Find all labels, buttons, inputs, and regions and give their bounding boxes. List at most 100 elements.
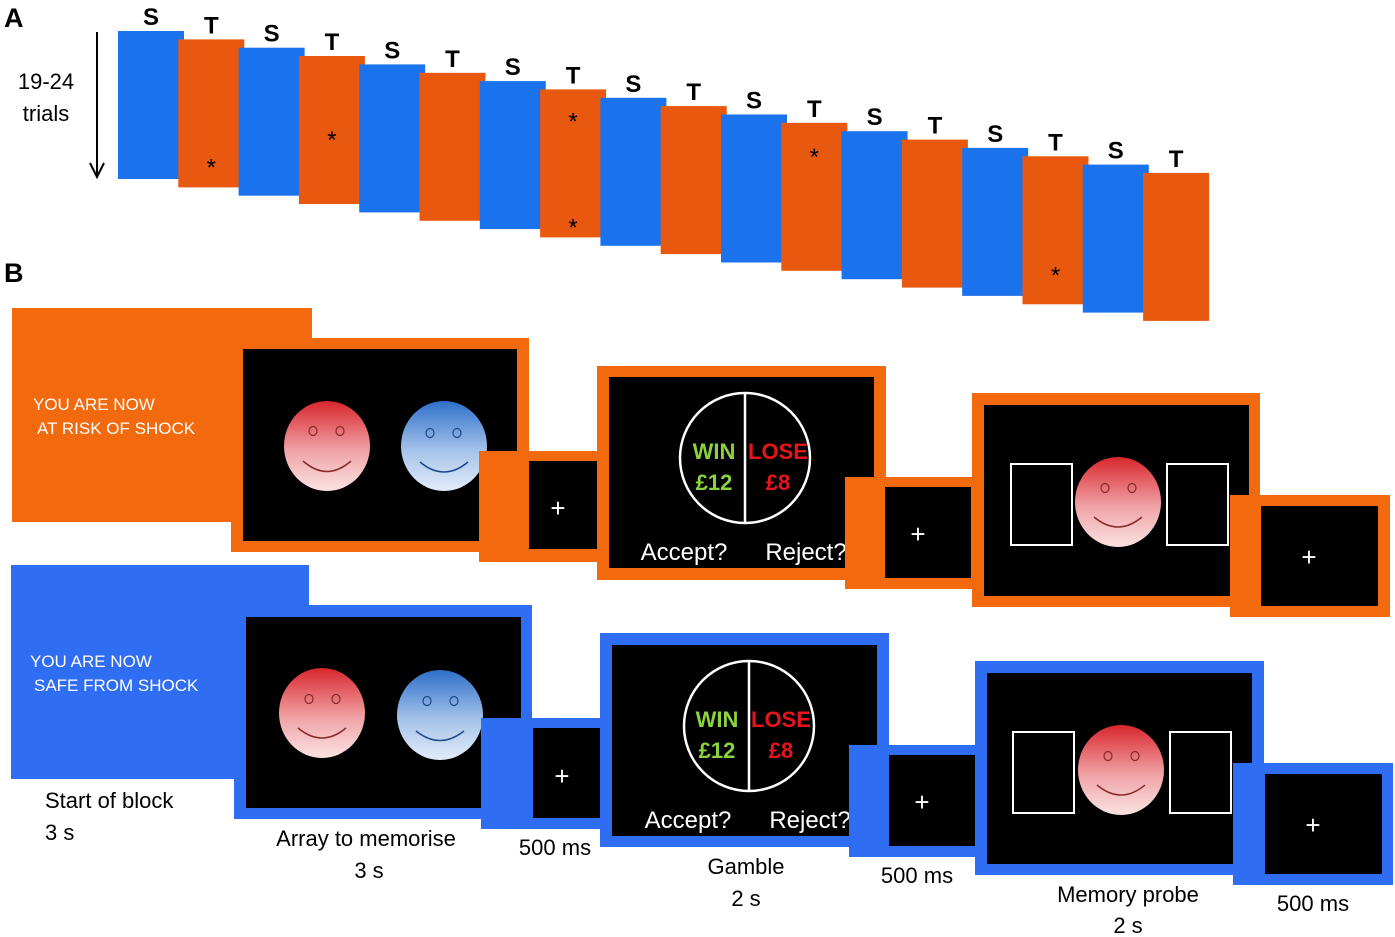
shock-marker: *: [568, 214, 577, 241]
red-face-icon: [1078, 725, 1164, 815]
threat-fixation1-screen: [529, 461, 597, 549]
trials-count-label: 19-24: [18, 69, 74, 94]
trials-word-label: trials: [23, 101, 69, 126]
threat-block: [901, 139, 968, 288]
red-face-icon: [1075, 457, 1161, 547]
probe-caption-duration: 2 s: [1113, 913, 1142, 937]
threat-probe-right-box: [1166, 463, 1229, 546]
block-letter: T: [928, 113, 943, 140]
block-letter: T: [686, 79, 701, 106]
safe-accept-option: Accept?: [645, 807, 732, 834]
block-letter: T: [325, 29, 340, 56]
threat-block: [419, 72, 486, 221]
shock-marker: *: [810, 144, 819, 171]
block-letter: S: [746, 88, 762, 115]
threat-block: [298, 56, 365, 204]
block-letter: T: [566, 62, 581, 89]
gamble-caption-title: Gamble: [707, 854, 784, 879]
threat-block: [1022, 156, 1089, 305]
threat-row: YOU ARE NOW AT RISK OF SHOCK + WIN £: [12, 308, 1390, 617]
safe-block: [238, 47, 305, 196]
shock-marker: *: [1051, 262, 1060, 289]
panel-label-a: A: [4, 3, 24, 33]
block-sequence: S T * S T * S T S T * * S T S T * S T S T * S T: [118, 4, 1210, 321]
safe-fixation2-cross: +: [914, 787, 929, 817]
probe-caption-title: Memory probe: [1057, 882, 1199, 907]
safe-lose-amount: £8: [769, 738, 793, 763]
array-caption-duration: 3 s: [354, 858, 383, 883]
shock-marker: *: [207, 154, 216, 181]
safe-win-amount: £12: [699, 738, 736, 763]
safe-probe-right-box: [1169, 731, 1232, 814]
array-caption-title: Array to memorise: [276, 826, 456, 851]
safe-probe-left-box: [1012, 731, 1075, 814]
safe-fixation1-cross: +: [554, 761, 569, 791]
fixation1-caption: 500 ms: [519, 835, 591, 860]
block-letter: T: [1169, 146, 1184, 173]
threat-win-amount: £12: [696, 470, 733, 495]
safe-block: [359, 64, 426, 213]
threat-fixation2-cross: +: [910, 519, 925, 549]
safe-block: [962, 147, 1029, 296]
threat-fixation3-screen: [1261, 506, 1378, 606]
threat-block: [178, 39, 245, 188]
blue-face-icon: [397, 670, 483, 760]
red-face-icon: [284, 401, 370, 491]
safe-block: [1082, 164, 1149, 313]
threat-lose-amount: £8: [766, 470, 790, 495]
threat-probe-left-box: [1010, 463, 1073, 546]
gamble-caption-duration: 2 s: [731, 886, 760, 911]
block-letter: S: [1108, 138, 1124, 165]
panel-label-b: B: [4, 258, 24, 288]
start-caption-duration: 3 s: [45, 820, 74, 845]
safe-gamble-wheel: [682, 659, 816, 793]
safe-reject-option: Reject?: [769, 807, 850, 834]
safe-message-line2: SAFE FROM SHOCK: [34, 676, 199, 695]
shock-marker: *: [568, 108, 577, 135]
threat-lose-label: LOSE: [748, 439, 808, 464]
shock-marker: *: [327, 127, 336, 154]
fixation2-caption: 500 ms: [881, 863, 953, 888]
safe-fixation1-screen: [533, 728, 601, 818]
block-letter: T: [807, 96, 822, 123]
fixation3-caption: 500 ms: [1277, 891, 1349, 916]
block-letter: S: [867, 104, 883, 131]
safe-lose-label: LOSE: [751, 707, 811, 732]
safe-row: YOU ARE NOW SAFE FROM SHOCK + WIN £12 LO…: [11, 565, 1393, 885]
blue-face-icon: [401, 401, 487, 491]
threat-fixation1-cross: +: [550, 493, 565, 523]
threat-message-line2: AT RISK OF SHOCK: [37, 419, 196, 438]
block-letter: S: [625, 71, 641, 98]
block-letter: S: [264, 21, 280, 48]
block-letter: S: [505, 54, 521, 81]
start-caption-title: Start of block: [45, 788, 174, 813]
block-letter: S: [384, 37, 400, 64]
safe-win-label: WIN: [696, 707, 739, 732]
threat-block: [660, 106, 727, 255]
trials-arrow: [89, 32, 105, 180]
block-letter: S: [987, 121, 1003, 148]
threat-block: [781, 122, 848, 271]
threat-reject-option: Reject?: [765, 539, 846, 566]
safe-message-line1: YOU ARE NOW: [30, 652, 152, 671]
safe-fixation3-screen: [1265, 774, 1382, 874]
threat-win-label: WIN: [693, 439, 736, 464]
threat-fixation3-cross: +: [1301, 542, 1316, 572]
block-letter: T: [1048, 129, 1063, 156]
safe-block: [479, 81, 546, 230]
safe-block: [118, 31, 184, 179]
threat-fixation2-screen: [885, 487, 971, 578]
block-letter: S: [143, 4, 159, 31]
safe-fixation3-cross: +: [1305, 810, 1320, 840]
threat-accept-option: Accept?: [641, 539, 728, 566]
safe-block: [600, 97, 667, 246]
safe-block: [721, 114, 787, 263]
threat-message-line1: YOU ARE NOW: [33, 395, 155, 414]
block-letter: T: [204, 12, 219, 39]
threat-gamble-wheel: [678, 391, 812, 525]
safe-fixation2-screen: [889, 755, 975, 846]
threat-block: [1143, 172, 1210, 321]
threat-block: [540, 89, 607, 238]
block-letter: T: [445, 46, 460, 73]
